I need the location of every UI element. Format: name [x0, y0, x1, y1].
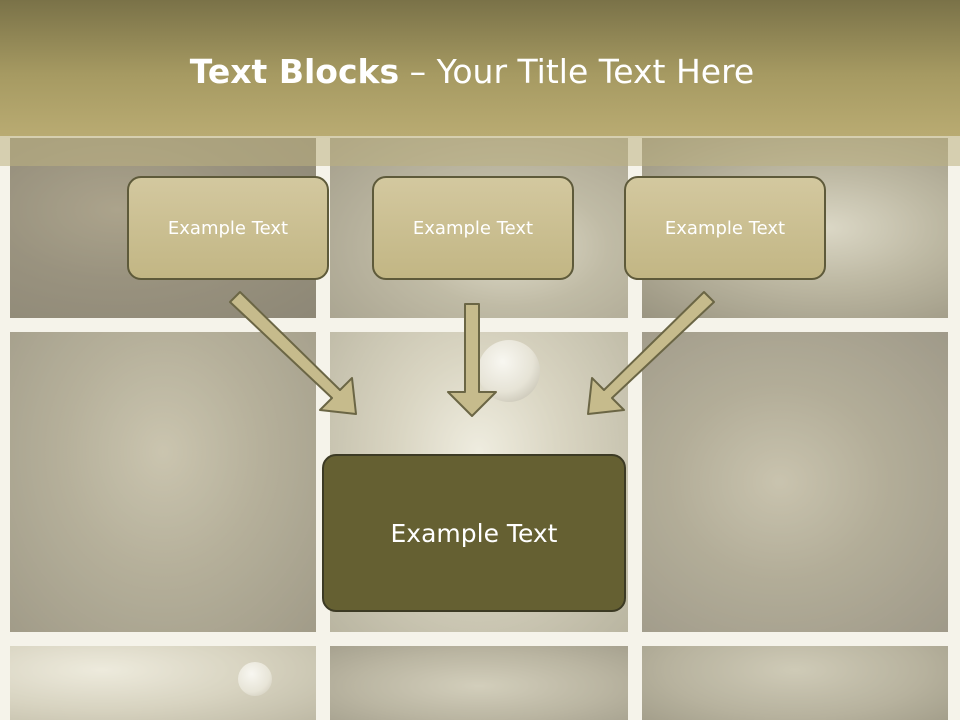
arrow-right-icon: [587, 291, 715, 415]
text-block-1-label: Example Text: [167, 217, 289, 239]
photo-tile-woman-fitness: [10, 332, 316, 632]
photo-tile-man-flexing: [642, 332, 948, 632]
text-block-3-label: Example Text: [664, 217, 786, 239]
photo-tile-boxing-gloves: [642, 646, 948, 720]
arrow-left-icon: [229, 291, 357, 415]
text-block-1[interactable]: Example Text: [127, 176, 329, 280]
photo-tile-player-head: [330, 646, 628, 720]
slide-title-bold: Text Blocks: [189, 52, 400, 91]
photo-tile-golf: [10, 646, 316, 720]
text-block-3[interactable]: Example Text: [624, 176, 826, 280]
main-text-block[interactable]: Example Text: [322, 454, 626, 612]
text-block-2-label: Example Text: [412, 217, 534, 239]
main-text-block-label: Example Text: [390, 518, 558, 548]
slide-title-rest: – Your Title Text Here: [399, 52, 755, 91]
arrow-center-icon: [447, 303, 497, 417]
slide-title: Text Blocks – Your Title Text Here: [0, 52, 944, 91]
title-band: [0, 0, 960, 136]
text-block-2[interactable]: Example Text: [372, 176, 574, 280]
title-band-shadow: [0, 136, 960, 166]
